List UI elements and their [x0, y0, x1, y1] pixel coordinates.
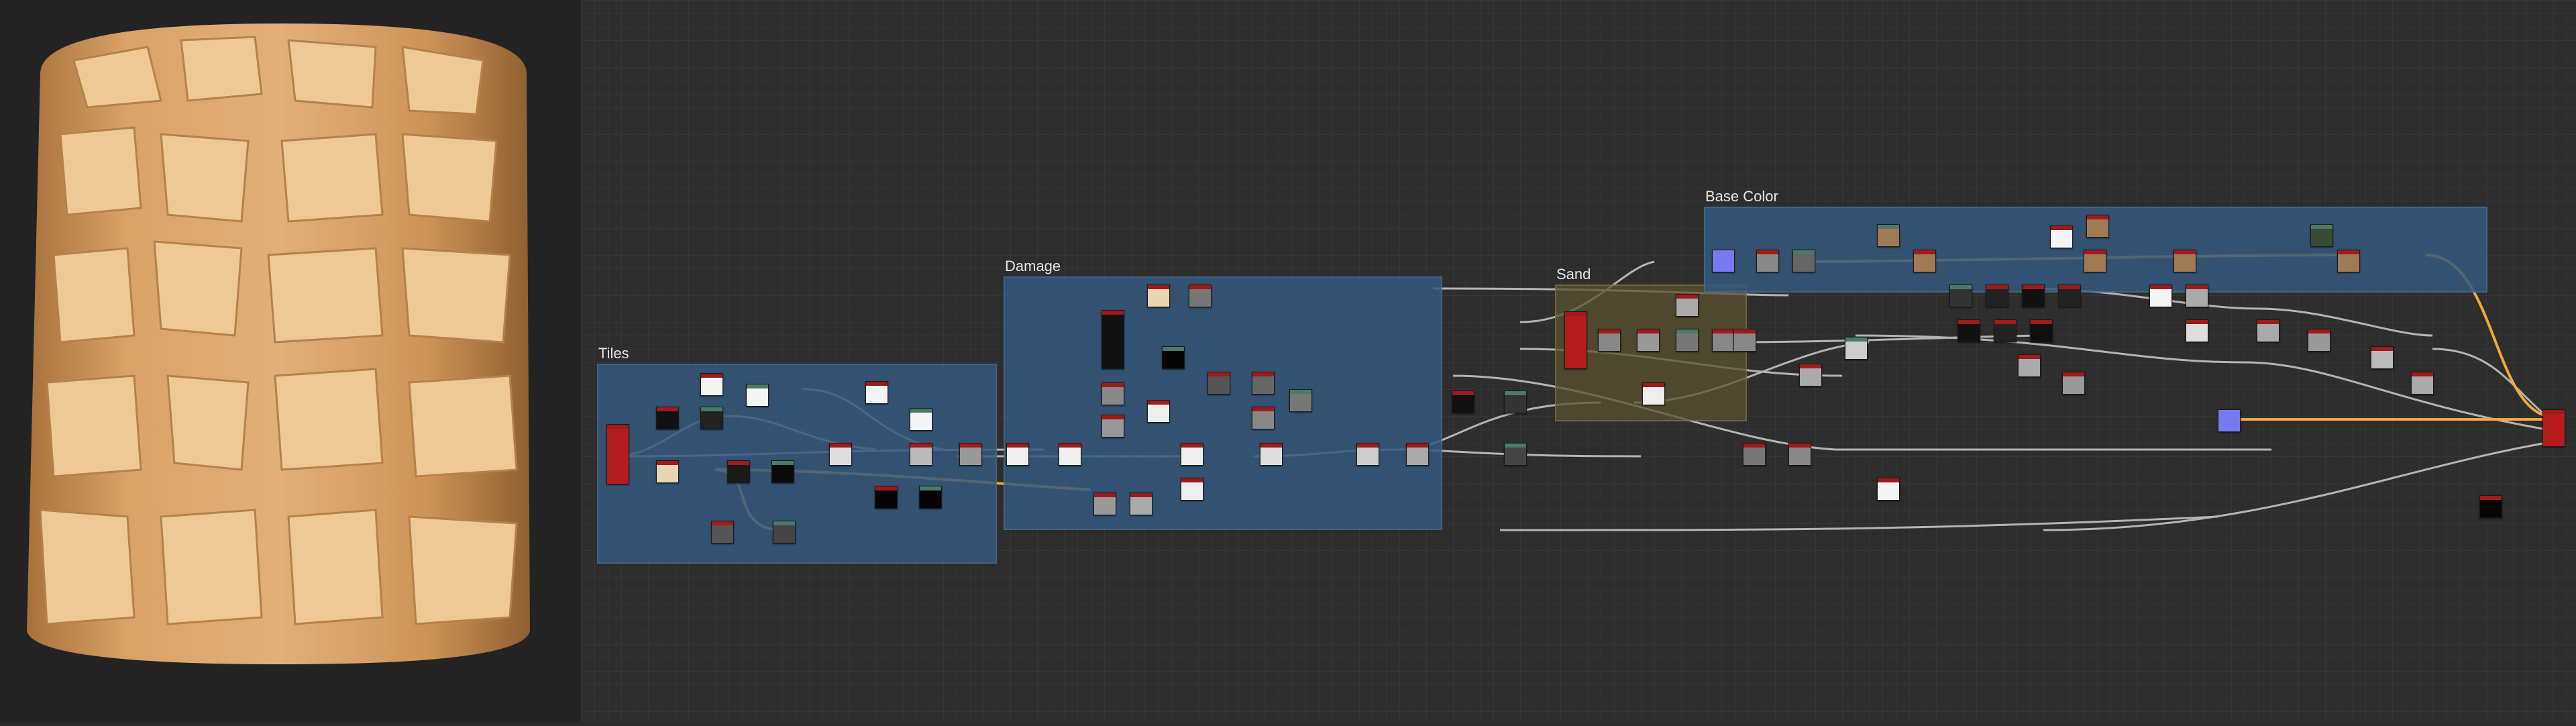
tan-color-node[interactable] [2174, 250, 2196, 272]
noise-node[interactable] [1994, 319, 2017, 342]
noise-node[interactable] [700, 407, 723, 429]
white-color-node[interactable] [746, 384, 769, 407]
noise-node[interactable] [711, 521, 734, 543]
white-color-node[interactable] [1877, 478, 1900, 501]
noise-node[interactable] [2030, 319, 2053, 342]
grey-node[interactable] [1792, 250, 1815, 272]
noise-node[interactable] [1845, 337, 1868, 360]
noise-node[interactable] [1147, 400, 1170, 423]
node-graph-canvas[interactable]: Tiles Damage Sand Base Color [581, 0, 2576, 723]
tan-color-node[interactable] [1147, 284, 1170, 307]
tan-color-node[interactable] [1913, 250, 1936, 272]
grey-node[interactable] [2308, 329, 2330, 352]
uniform-color-node[interactable] [1712, 250, 1735, 272]
white-color-node[interactable] [2149, 284, 2172, 307]
blend-node[interactable] [829, 443, 852, 466]
blend-node[interactable] [1743, 443, 1766, 466]
output-node[interactable] [2542, 409, 2565, 447]
noise-node[interactable] [1093, 492, 1116, 515]
frame-title-tiles: Tiles [598, 345, 629, 362]
blend-node[interactable] [1181, 443, 1203, 466]
grey-node[interactable] [2186, 284, 2208, 307]
noise-node[interactable] [727, 460, 750, 483]
tan-color-node[interactable] [2337, 250, 2360, 272]
white-color-node[interactable] [910, 408, 932, 431]
uniform-color-node[interactable] [2218, 409, 2241, 432]
black-node[interactable] [2479, 495, 2502, 518]
grey-node[interactable] [2018, 354, 2041, 377]
tan-color-node[interactable] [656, 460, 679, 483]
white-color-node[interactable] [2050, 225, 2073, 248]
noise-node[interactable] [1452, 391, 1474, 413]
blend-node[interactable] [1059, 443, 1081, 466]
noise-node[interactable] [1733, 329, 1756, 352]
blend-node[interactable] [1406, 443, 1429, 466]
grey-node[interactable] [1756, 250, 1779, 272]
noise-node[interactable] [2186, 319, 2208, 342]
sand-generator-node[interactable] [1564, 311, 1587, 369]
noise-node[interactable] [1598, 329, 1621, 352]
frame-damage[interactable]: Damage [1004, 258, 1442, 530]
noise-node[interactable] [1504, 391, 1527, 413]
noise-node[interactable] [1799, 364, 1822, 386]
blend-node[interactable] [1006, 443, 1029, 466]
tan-color-node[interactable] [2084, 250, 2106, 272]
noise-node[interactable] [1252, 372, 1275, 395]
noise-node[interactable] [1289, 389, 1312, 412]
tan-color-node[interactable] [1877, 224, 1900, 247]
black-node[interactable] [771, 460, 794, 483]
grey-node[interactable] [2062, 372, 2085, 395]
white-color-node[interactable] [865, 381, 888, 404]
grey-node[interactable] [2411, 372, 2434, 395]
noise-node[interactable] [1189, 284, 1212, 307]
frame-title-damage: Damage [1005, 258, 1061, 274]
noise-node[interactable] [656, 407, 679, 429]
black-node[interactable] [875, 486, 898, 509]
noise-node[interactable] [1957, 319, 1980, 342]
noise-node[interactable] [1949, 284, 1972, 307]
dark-color-node[interactable] [2310, 224, 2333, 247]
noise-node[interactable] [1504, 443, 1527, 466]
noise-node[interactable] [1712, 329, 1735, 352]
grey-node[interactable] [1252, 407, 1275, 429]
blend-node[interactable] [1788, 443, 1811, 466]
noise-node[interactable] [2058, 284, 2081, 307]
blend-node[interactable] [1356, 443, 1379, 466]
tile-generator-node[interactable] [606, 424, 629, 484]
grey-node[interactable] [2371, 346, 2394, 369]
noise-node[interactable] [2022, 284, 2045, 307]
material-preview-cylinder [27, 23, 530, 664]
frame-title-sand: Sand [1556, 266, 1591, 282]
grey-node[interactable] [2257, 319, 2279, 342]
noise-node[interactable] [1208, 372, 1230, 395]
blend-node[interactable] [1181, 478, 1203, 501]
noise-node[interactable] [1642, 382, 1665, 405]
blend-node[interactable] [1260, 443, 1283, 466]
noise-node[interactable] [1986, 284, 2008, 307]
noise-node[interactable] [1676, 294, 1699, 317]
noise-node[interactable] [1102, 382, 1124, 405]
tan-color-node[interactable] [2086, 215, 2109, 238]
blend-node[interactable] [910, 443, 932, 466]
frame-title-base-color: Base Color [1705, 188, 1778, 205]
black-node[interactable] [919, 486, 942, 509]
noise-node[interactable] [1637, 329, 1660, 352]
white-color-node[interactable] [700, 373, 723, 396]
noise-node[interactable] [1676, 329, 1699, 352]
damage-generator-node[interactable] [1102, 310, 1124, 369]
black-node[interactable] [1162, 346, 1185, 369]
tile-output-node[interactable] [959, 443, 982, 466]
noise-node[interactable] [773, 521, 796, 543]
noise-node[interactable] [1102, 415, 1124, 437]
noise-node[interactable] [1130, 492, 1152, 515]
3d-viewport[interactable] [0, 0, 581, 723]
